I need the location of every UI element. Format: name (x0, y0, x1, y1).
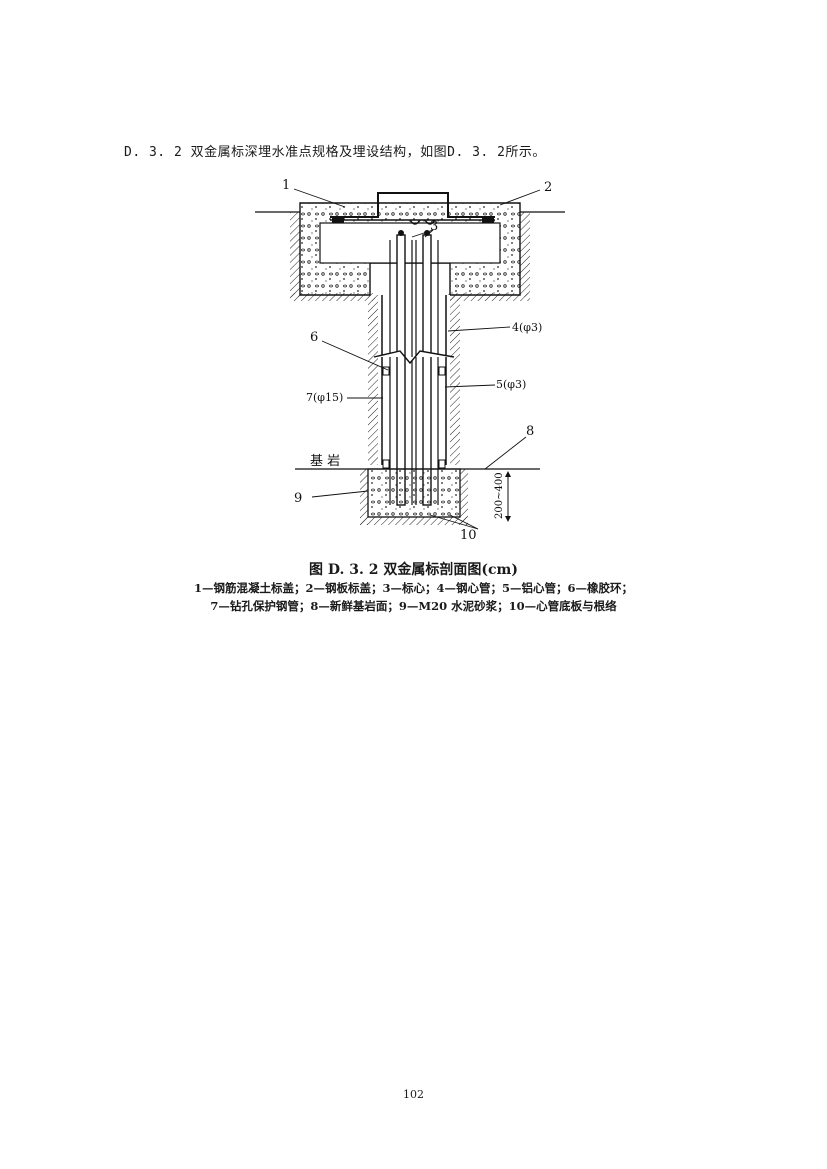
leader-lines (293, 188, 541, 530)
figure-legend-line-1: 1—钢筋混凝土标盖；2—钢板标盖；3—标心；4—钢心管；5—铝心管；6—橡胶环； (193, 581, 633, 595)
label-2: 2 (544, 180, 552, 195)
label-4: 4(φ3) (512, 321, 542, 334)
section-intro-text: D. 3. 2 双金属标深埋水准点规格及埋设结构，如图D. 3. 2所示。 (124, 145, 546, 160)
cross-section-figure: 1 2 3 4(φ3) 6 5(φ3) 7(φ15) 8 基 岩 9 10 20… (250, 175, 570, 545)
label-3: 3 (430, 219, 438, 234)
label-8: 8 (526, 424, 534, 439)
depth-dimension-label: 200~400 (494, 472, 505, 519)
figure-legend-line-2: 7—钻孔保护钢管；8—新鲜基岩面；9—M20 水泥砂浆；10—心管底板与根络 (210, 599, 617, 613)
label-9: 9 (294, 491, 302, 506)
core-pipes (373, 230, 455, 506)
figure-caption: 图 D. 3. 2 双金属标剖面图(cm) (309, 562, 518, 578)
bedrock-section (295, 468, 540, 525)
label-6: 6 (310, 330, 318, 345)
label-5: 5(φ3) (496, 378, 526, 391)
borehole (368, 295, 460, 465)
cross-section-drawing: 1 2 3 4(φ3) 6 5(φ3) 7(φ15) 8 基 岩 9 10 20… (255, 178, 565, 543)
bedrock-label: 基 岩 (310, 454, 340, 469)
ground-surface (255, 211, 565, 301)
concrete-cover (299, 192, 521, 296)
label-7: 7(φ15) (306, 391, 343, 404)
page-number: 102 (403, 1088, 424, 1101)
label-10: 10 (460, 528, 477, 543)
label-1: 1 (282, 178, 290, 193)
